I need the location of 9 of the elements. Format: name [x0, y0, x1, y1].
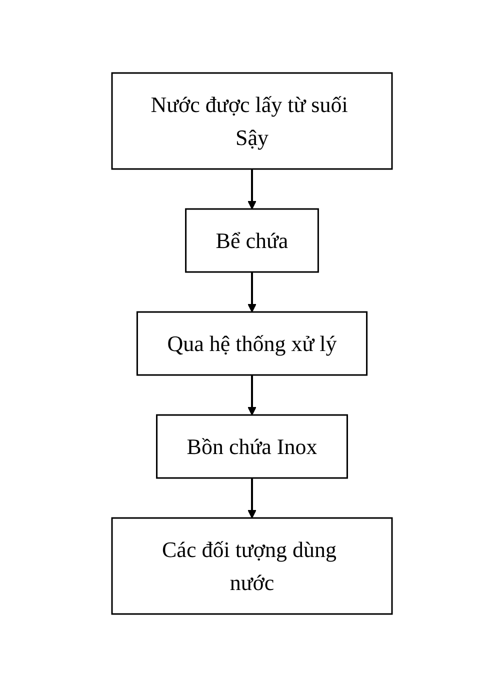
node-box: Bể chứa [184, 208, 318, 272]
arrow [247, 374, 256, 415]
arrow [247, 272, 256, 312]
node-box: Qua hệ thống xử lý [136, 310, 368, 376]
arrow [247, 478, 256, 518]
arrow [247, 168, 256, 209]
node-box: Các đối tượng dùng nước [110, 516, 392, 614]
node-box: Nước được lấy từ suối Sậy [110, 72, 392, 170]
node-box: Bồn chứa Inox [156, 414, 348, 478]
